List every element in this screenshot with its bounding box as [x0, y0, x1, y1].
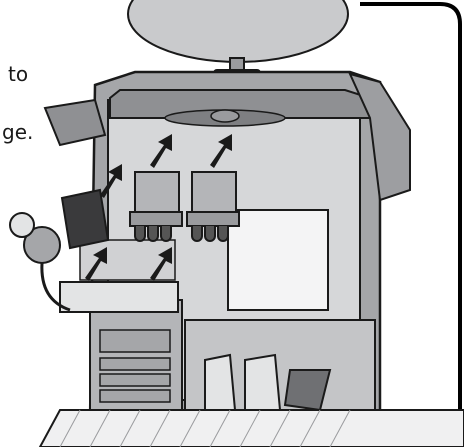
tool-rack-left [129, 171, 183, 242]
toolbox [60, 188, 110, 250]
panel-border [360, 2, 462, 420]
tool-rack-right [186, 171, 240, 242]
workbench [59, 281, 179, 313]
oil-bottles [204, 353, 282, 414]
instruction-text-line-2: ge. [2, 120, 34, 144]
arrow-2 [150, 134, 172, 168]
instruction-text-line-1: to [8, 62, 29, 86]
arrow-1 [100, 164, 122, 198]
arrow-5 [150, 247, 172, 281]
ceiling-fan [164, 109, 286, 127]
floor [38, 409, 464, 447]
assembly-arrows [85, 134, 232, 281]
arrow-4 [85, 247, 107, 281]
roof-sign [127, 0, 349, 81]
lamp [9, 212, 71, 312]
arrow-3 [210, 134, 232, 168]
